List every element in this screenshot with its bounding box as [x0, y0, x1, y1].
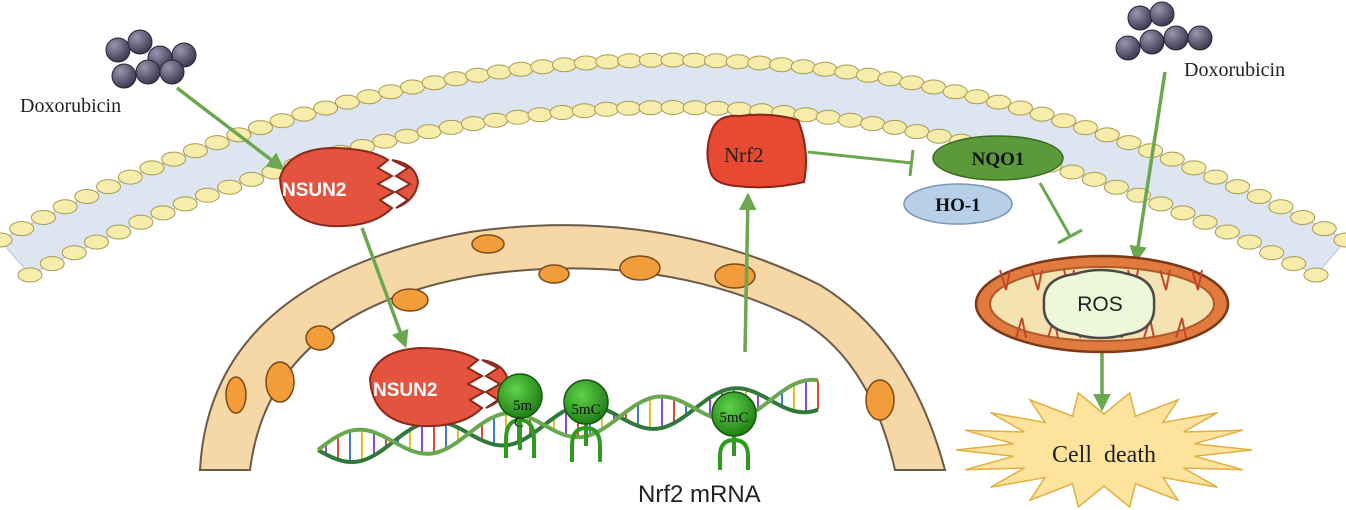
nucleus	[198, 224, 947, 471]
inhibit-nqo1-to-ros	[1038, 182, 1072, 237]
m5c-label-1: 5m	[513, 398, 533, 414]
arrow-mrna-to-nrf2	[738, 192, 757, 353]
doxorubicin-label-left: Doxorubicin	[20, 95, 121, 117]
nsun2-protein-top: NSUN2	[278, 146, 420, 228]
nsun2-label-top: NSUN2	[282, 180, 346, 201]
nuclear-pores	[225, 234, 895, 421]
nsun2-protein-bottom: NSUN2	[368, 346, 510, 428]
nrf2-mrna-label: Nrf2 mRNA	[638, 481, 761, 508]
cell-death-label: Cell death	[1052, 442, 1156, 468]
ho1-ellipse: HO-1	[903, 183, 1013, 225]
nqo1-ellipse: NQO1	[932, 135, 1064, 181]
m5c-label-1b: C	[514, 415, 524, 431]
ros-label: ROS	[1077, 293, 1123, 316]
inhibit-nrf2-to-nqo1	[807, 150, 913, 165]
inhibition-lines	[807, 149, 1083, 245]
m5c-marker-2: 5mC	[563, 379, 609, 462]
doxorubicin-label-right: Doxorubicin	[1184, 59, 1285, 81]
ho1-label: HO-1	[935, 195, 980, 216]
doxorubicin-cluster-left	[105, 29, 197, 89]
arrow-nsun2-to-nucleus	[360, 227, 409, 349]
m5c-marker-3: 5mC	[711, 391, 757, 470]
m5c-label-2: 5mC	[571, 402, 600, 418]
nqo1-label: NQO1	[972, 149, 1025, 170]
nsun2-label-bottom: NSUN2	[373, 380, 437, 401]
nrf2-protein: Nrf2	[706, 113, 807, 189]
mitochondrion: ROS	[974, 254, 1230, 354]
arrows	[175, 71, 1167, 412]
m5c-marker-1: 5m C	[497, 373, 543, 458]
cell-death-burst: Cell death	[955, 391, 1253, 509]
arrow-dox-to-ros	[1129, 71, 1167, 264]
doxorubicin-cluster-right	[1115, 1, 1213, 61]
arrow-dox-to-nsun2	[175, 86, 285, 171]
cell-membrane	[0, 52, 1346, 283]
nrf2-label: Nrf2	[724, 143, 764, 167]
m5c-label-3: 5mC	[719, 410, 748, 426]
